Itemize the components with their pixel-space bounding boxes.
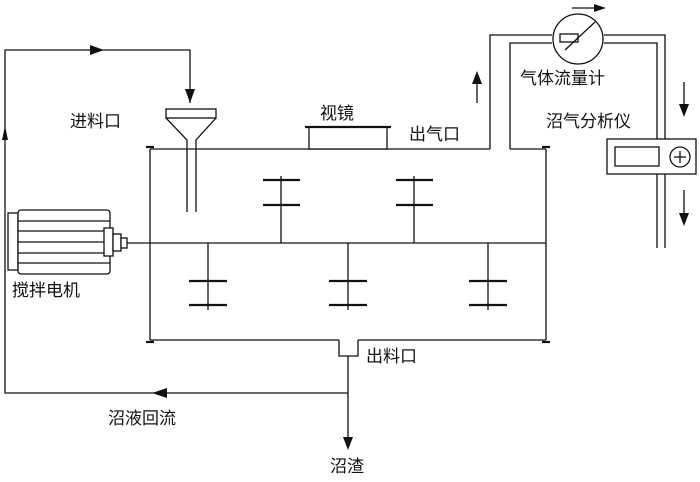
display-panel-icon: [606, 138, 697, 175]
biogas-analyzer-label: 沼气分析仪: [546, 112, 631, 132]
motor-icon: [7, 209, 128, 275]
gas-line: [472, 4, 689, 248]
discharge-outlet-label: 出料口: [366, 347, 417, 367]
gas-outlet-label: 出气口: [409, 125, 460, 145]
slurry-reflux-label: 沼液回流: [108, 409, 176, 429]
sight-glass-label: 视镜: [320, 104, 354, 124]
discharge-outlet: [338, 340, 359, 450]
feed-inlet-label: 进料口: [70, 112, 121, 132]
sight-glass: [305, 125, 391, 150]
gas-flow-meter-label: 气体流量计: [520, 69, 605, 89]
agitator: [125, 176, 546, 310]
gauge-icon: [552, 13, 604, 65]
reflux-line: [2, 45, 348, 398]
digestate-label: 沼渣: [330, 457, 364, 477]
feed-hopper: [165, 108, 217, 212]
stirring-motor-label: 搅拌电机: [12, 281, 80, 301]
